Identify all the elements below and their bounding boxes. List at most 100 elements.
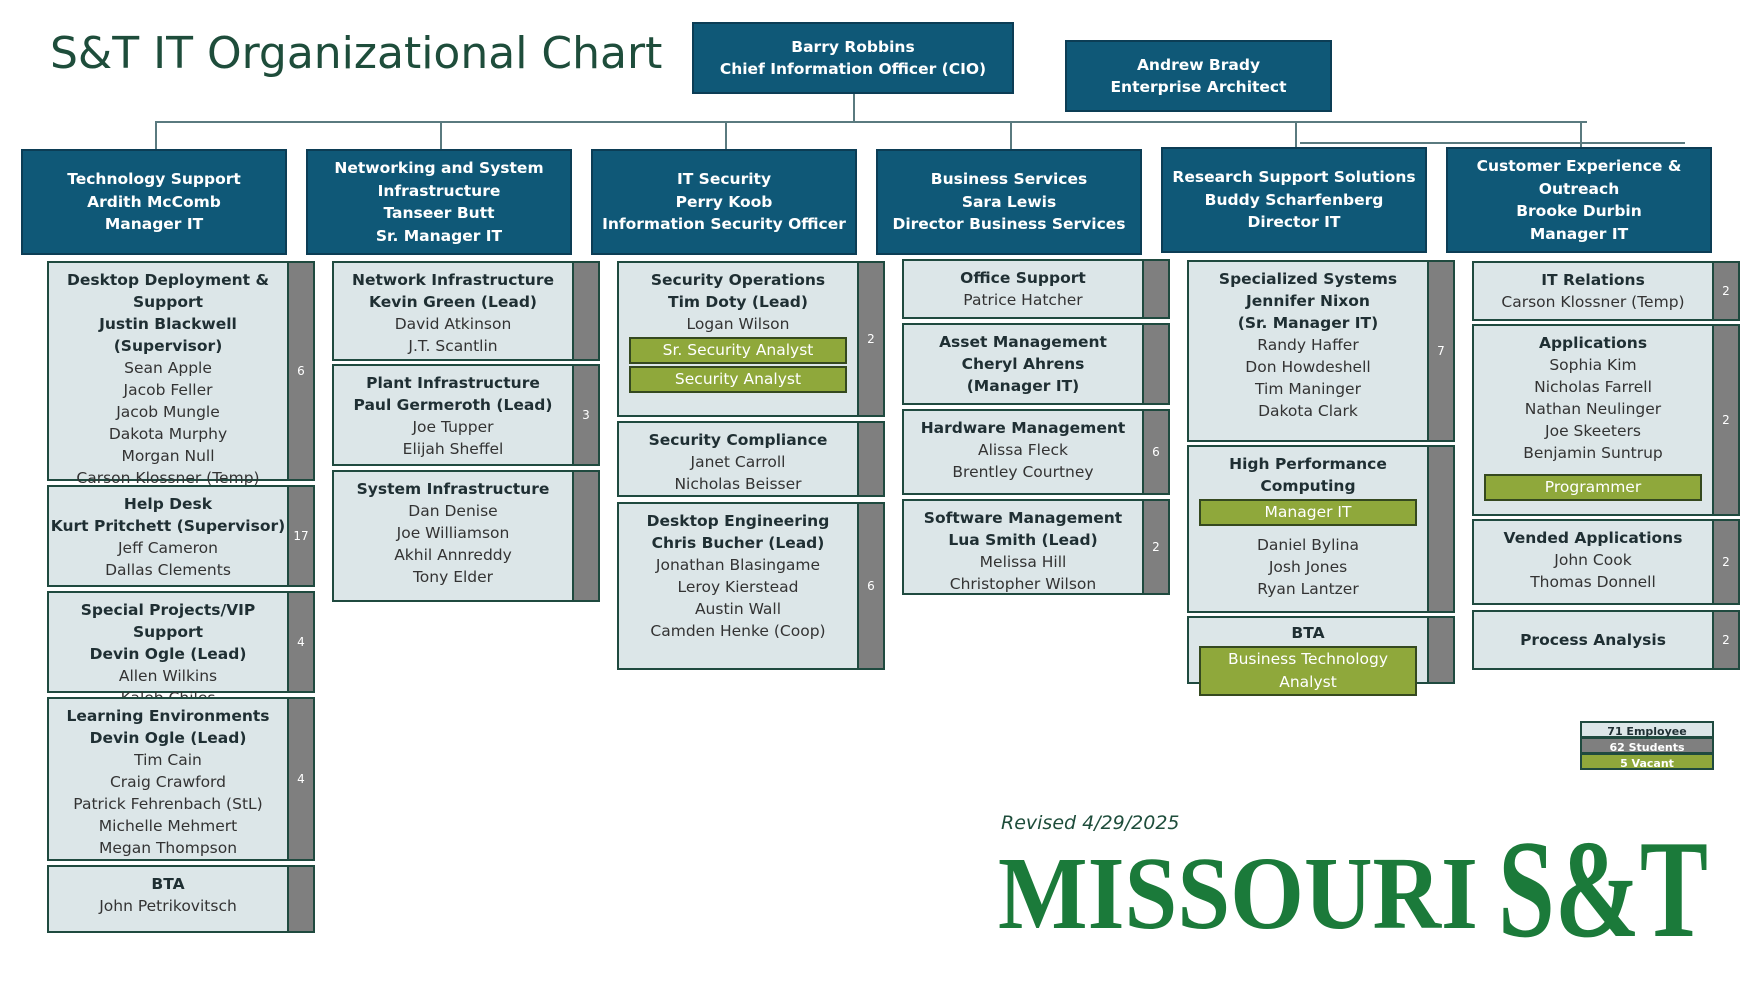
student-count: 6 — [857, 504, 883, 668]
dept-research-support[interactable]: Research Support Solutions Buddy Scharfe… — [1161, 147, 1427, 253]
team-member: Thomas Donnell — [1530, 573, 1656, 591]
cio-role: Chief Information Officer (CIO) — [719, 60, 987, 78]
team-member: Dakota Murphy — [108, 425, 228, 443]
team-title: Applications — [1538, 334, 1648, 352]
dept-label: Manager IT — [1529, 224, 1629, 243]
dept-technology-support[interactable]: Technology Support Ardith McComb Manager… — [21, 149, 287, 255]
cio-connector — [853, 94, 855, 122]
team-title: Hardware Management — [920, 419, 1126, 437]
architect-box[interactable]: Andrew Brady Enterprise Architect — [1065, 40, 1332, 112]
team-lead: (Manager IT) — [966, 377, 1080, 395]
student-count — [1427, 447, 1453, 611]
student-count — [572, 263, 598, 359]
team-member: J.T. Scantlin — [408, 337, 498, 355]
team-title: Desktop Engineering — [646, 512, 830, 530]
team-lead: Kurt Pritchett (Supervisor) — [50, 517, 286, 535]
team-member: Carson Klossner (Temp) — [1501, 293, 1685, 311]
student-count: 2 — [1142, 501, 1168, 593]
student-count — [572, 472, 598, 600]
team-member: Tim Cain — [134, 751, 202, 769]
team-member: Dallas Clements — [105, 561, 231, 579]
student-count — [1142, 261, 1168, 317]
dept-label: Manager IT — [104, 215, 204, 234]
team-member: Alissa Fleck — [977, 441, 1069, 459]
team-title: Asset Management — [939, 333, 1107, 351]
dept-networking[interactable]: Networking and System Infrastructure Tan… — [306, 149, 572, 255]
team-member: Dakota Clark — [1258, 402, 1358, 420]
student-count: 2 — [1712, 612, 1738, 668]
dept-label: Buddy Scharfenberg — [1204, 190, 1384, 209]
dept-label: Networking and System — [334, 159, 544, 177]
team-lead: Kevin Green (Lead) — [368, 293, 538, 311]
team-lead: (Sr. Manager IT) — [1237, 314, 1379, 332]
team-member: Sean Apple — [124, 359, 212, 377]
team-member: Patrick Fehrenbach (StL) — [73, 795, 263, 813]
team-member: Ryan Lantzer — [1257, 580, 1359, 598]
dept-it-security[interactable]: IT Security Perry Koob Information Secur… — [591, 149, 857, 255]
team-member: Carson Klossner (Temp) — [76, 469, 260, 487]
student-count: 2 — [1712, 326, 1738, 514]
team-member: Dan Denise — [408, 502, 498, 520]
team-member: Randy Haffer — [1257, 336, 1359, 354]
team-member: Michelle Mehmert — [98, 817, 238, 835]
dept-label: Ardith McComb — [87, 192, 221, 211]
vacant-position: Manager IT — [1199, 499, 1417, 526]
dept-business-services[interactable]: Business Services Sara Lewis Director Bu… — [876, 149, 1142, 255]
legend-vacant: 5 Vacant — [1580, 753, 1714, 770]
dept-drop — [1580, 121, 1582, 149]
dept-label: Director Business Services — [892, 215, 1126, 234]
team-member: Don Howdeshell — [1245, 358, 1371, 376]
dept-drop — [155, 121, 157, 149]
team-title: High Performance — [1229, 455, 1387, 473]
student-count: 2 — [1712, 521, 1738, 603]
team-member: Elijah Sheffel — [402, 440, 504, 458]
team-member: Megan Thompson — [98, 839, 238, 857]
dept-label: Research Support Solutions — [1172, 168, 1416, 187]
team-member: Austin Wall — [694, 600, 782, 618]
vacant-position: Security Analyst — [629, 366, 847, 393]
dept-customer-experience[interactable]: Customer Experience & Outreach Brooke Du… — [1446, 147, 1712, 253]
dept-label: Information Security Officer — [602, 215, 846, 234]
team-title: Network Infrastructure — [352, 271, 554, 289]
team-member: Nicholas Beisser — [674, 475, 802, 493]
team-member: Patrice Hatcher — [963, 291, 1083, 309]
student-count: 2 — [1712, 263, 1738, 319]
team-lead: Justin Blackwell (Supervisor) — [99, 315, 237, 355]
vacant-position: Sr. Security Analyst — [629, 337, 847, 364]
dept-label: Business Services — [930, 170, 1088, 189]
student-count — [287, 867, 313, 931]
cio-box[interactable]: Barry Robbins Chief Information Officer … — [692, 22, 1014, 94]
